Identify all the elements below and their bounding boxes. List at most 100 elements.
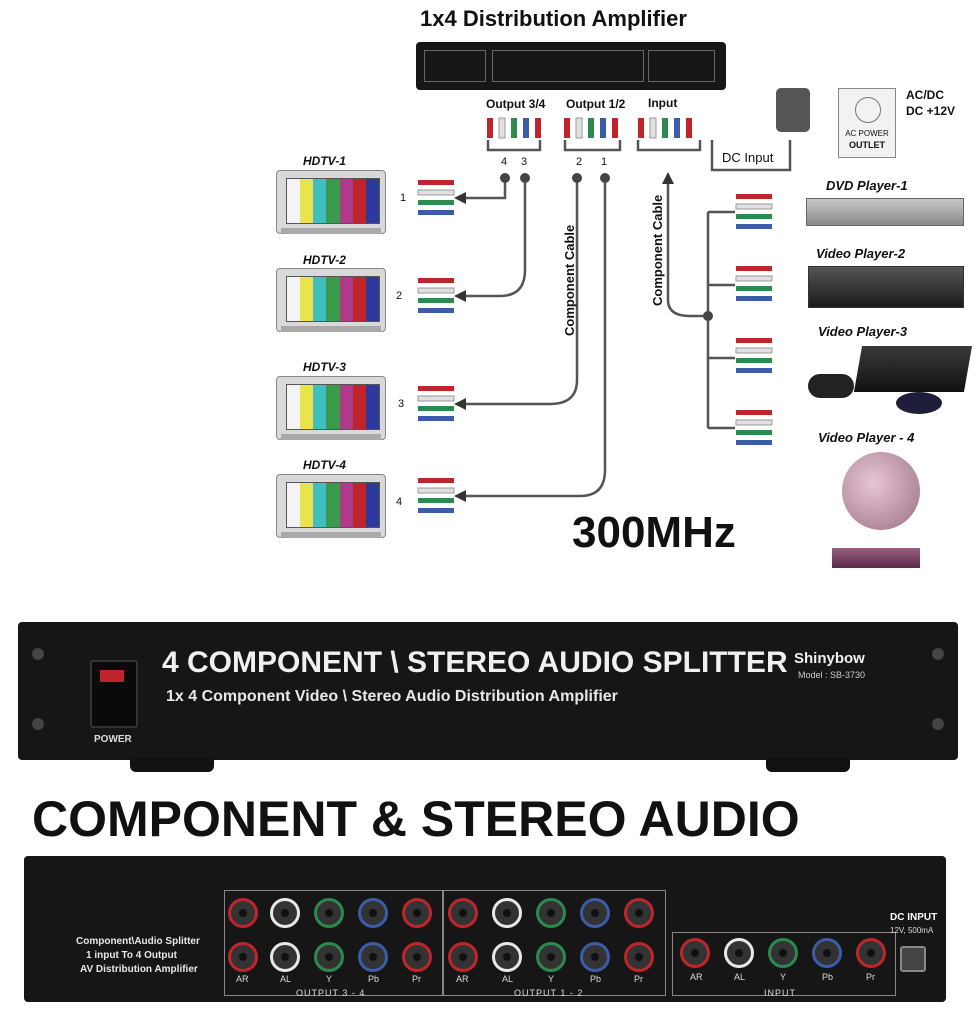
port-num-1: 1 [601,156,608,168]
diagram-title: 1x4 Distribution Amplifier [420,6,687,31]
port-label-pb-2: Pb [590,974,602,984]
device-label-4: Video Player - 4 [818,430,915,445]
port-num-4: 4 [501,156,508,168]
front-subheading: 1x 4 Component Video \ Stereo Audio Dist… [166,688,618,705]
output12-group-label: OUTPUT 1 - 2 [514,988,584,998]
jack-out12-pr-bottom[interactable] [624,942,654,972]
jack-out34-pr-top[interactable] [402,898,432,928]
rear-dc-spec: 12V, 500mA [890,926,934,935]
satellite-dish-image [842,452,920,530]
output12-group [442,890,666,996]
banner-text: COMPONENT & STEREO AUDIO [32,791,800,847]
jack-out12-pb-top[interactable] [580,898,610,928]
front-panel: POWER 4 COMPONENT \ STEREO AUDIO SPLITTE… [18,622,958,760]
dc-jack[interactable] [900,946,926,972]
component-cable-label-left: Component Cable [562,224,577,336]
tv-num-3: 3 [398,398,405,410]
front-heading: 4 COMPONENT \ STEREO AUDIO SPLITTER [162,646,788,679]
tv-label-3: HDTV-3 [303,360,346,374]
port-label-ar-2: AR [456,974,469,984]
tv-num-2: 2 [396,290,403,302]
rear-desc-line2: 1 input To 4 Output [86,950,177,961]
device-label-2: Video Player-2 [816,246,906,261]
jack-out34-al-top[interactable] [270,898,300,928]
power-label: POWER [94,734,132,745]
jack-out34-ar-top[interactable] [228,898,258,928]
port-label-pb-1: Pb [368,974,380,984]
input-label: Input [648,96,678,110]
tv-num-1: 1 [400,192,407,204]
power-switch[interactable] [90,660,138,728]
hdtv-3 [276,376,386,440]
port-label-pb-3: Pb [822,972,834,982]
jack-out12-ar-top[interactable] [448,898,478,928]
jack-out34-pb-top[interactable] [358,898,388,928]
rear-panel: Component\Audio Splitter 1 input To 4 Ou… [24,856,946,1002]
jack-in-y[interactable] [768,938,798,968]
jack-out34-pr-bottom[interactable] [402,942,432,972]
jack-out34-ar-bottom[interactable] [228,942,258,972]
device-label-3: Video Player-3 [818,324,908,339]
port-label-al-1: AL [280,974,292,984]
acdc-label: AC/DC [906,88,944,102]
port-label-pr-2: Pr [634,974,643,984]
jack-out12-y-top[interactable] [536,898,566,928]
rear-dc-input-label: DC INPUT [890,912,938,923]
jack-in-pb[interactable] [812,938,842,968]
rear-desc-line3: AV Distribution Amplifier [80,964,198,975]
port-label-al-3: AL [734,972,746,982]
output34-group [224,890,444,996]
gamepad-image [808,374,854,398]
jack-out12-al-top[interactable] [492,898,522,928]
output34-label: Output 3/4 [486,97,546,111]
power-adapter [776,88,810,132]
input-group-label: INPUT [764,988,796,998]
output34-group-label: OUTPUT 3 - 4 [296,988,366,998]
port-label-y-2: Y [548,974,555,984]
port-label-y-1: Y [326,974,333,984]
model-number: Model : SB-3730 [798,670,866,680]
ac-outlet: AC POWER OUTLET [838,88,896,158]
port-label-y-3: Y [780,972,787,982]
tv-label-1: HDTV-1 [303,154,346,168]
disc-image [896,392,942,414]
device-label-1: DVD Player-1 [826,178,908,193]
port-num-3: 3 [521,156,528,168]
dc-input-label: DC Input [722,150,774,165]
hdtv-2 [276,268,386,332]
jack-out34-pb-bottom[interactable] [358,942,388,972]
tv-label-4: HDTV-4 [303,458,346,472]
tv-num-4: 4 [396,496,403,508]
jack-in-al[interactable] [724,938,754,968]
jack-in-ar[interactable] [680,938,710,968]
input-group [672,932,896,996]
dc12-label: DC +12V [906,104,956,118]
port-num-2: 2 [576,156,583,168]
dvd-player-image [806,198,964,226]
jack-out12-pb-bottom[interactable] [580,942,610,972]
port-label-pr-1: Pr [412,974,421,984]
jack-out34-al-bottom[interactable] [270,942,300,972]
jack-out12-pr-top[interactable] [624,898,654,928]
jack-out34-y-top[interactable] [314,898,344,928]
tv-label-2: HDTV-2 [303,253,346,267]
jack-out34-y-bottom[interactable] [314,942,344,972]
video-player-2-image [808,266,964,308]
hdtv-1 [276,170,386,234]
port-label-ar-3: AR [690,972,703,982]
hdtv-4 [276,474,386,538]
port-label-pr-3: Pr [866,972,875,982]
front-foot-left [130,758,214,772]
brand-logo: Shinybow [794,650,865,667]
outlet-line1: AC POWER [845,129,889,138]
component-cable-label-right: Component Cable [650,194,665,306]
port-label-al-2: AL [502,974,514,984]
jack-out12-y-bottom[interactable] [536,942,566,972]
jack-out12-al-bottom[interactable] [492,942,522,972]
jack-in-pr[interactable] [856,938,886,968]
port-label-ar-1: AR [236,974,249,984]
jack-out12-ar-bottom[interactable] [448,942,478,972]
front-foot-right [766,758,850,772]
rear-desc-line1: Component\Audio Splitter [76,936,200,947]
output12-label: Output 1/2 [566,97,626,111]
